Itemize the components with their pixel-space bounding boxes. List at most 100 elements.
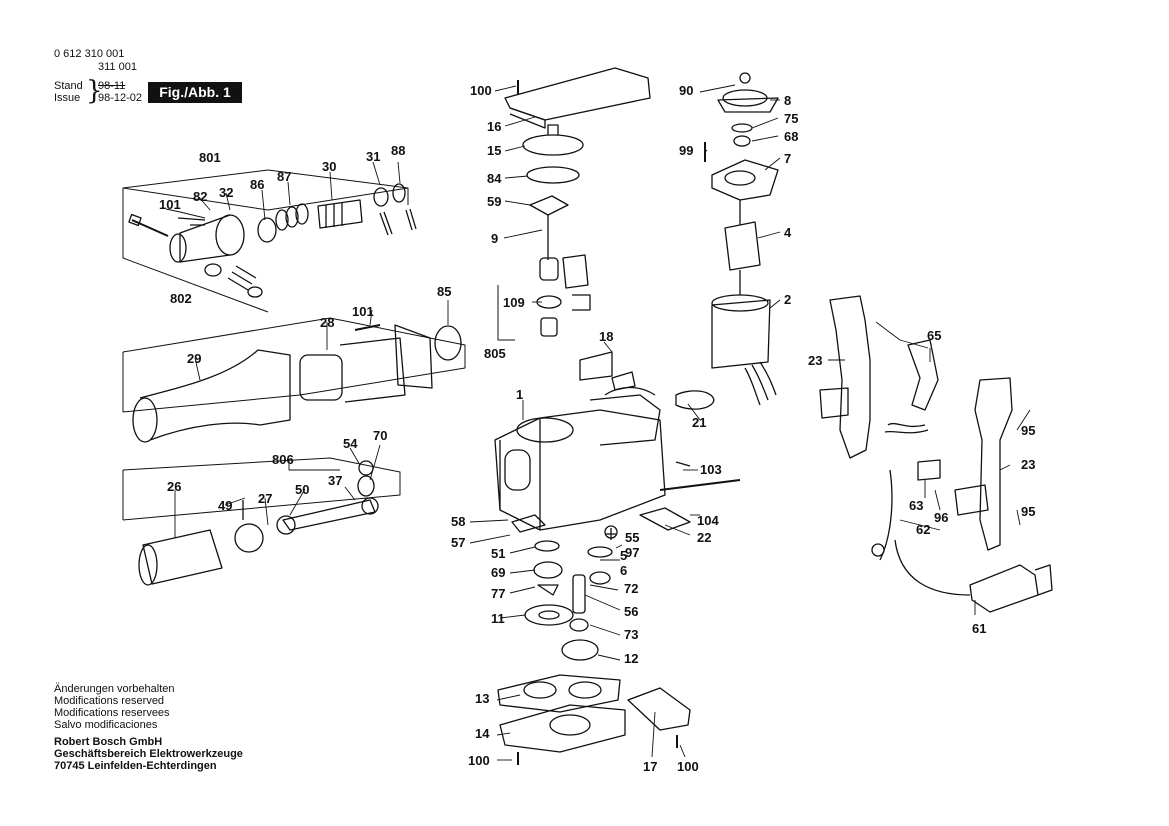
part-label: 17 [643,759,658,774]
stand-label: Stand [54,80,83,92]
part-label: 11 [491,611,505,626]
part-label: 100 [468,753,490,768]
part-label: 101 [352,304,374,319]
part-label: 23 [1021,457,1036,472]
part-label: 26 [167,479,182,494]
motor-parts [704,72,779,406]
gear-train-part [524,525,618,661]
crank-parts [497,124,591,341]
part-label: 75 [784,111,799,126]
part-label: 77 [491,586,506,601]
part-label: 82 [193,189,208,204]
part-label: 50 [295,482,310,497]
part-number-1: 0 612 310 001 [54,48,125,60]
part-label: 49 [218,498,233,513]
part-label: 73 [624,627,639,642]
part-label: 96 [934,510,949,525]
handle-parts [819,295,1053,613]
part-label: 61 [972,621,987,636]
part-label: 103 [700,462,722,477]
part-label: 86 [250,177,265,192]
part-label: 69 [491,565,506,580]
footer-note: Modifications reservees [54,707,170,719]
part-label: 1 [516,387,524,402]
part-label: 90 [679,83,694,98]
housing-tube-part [132,324,462,443]
part-label: 6 [620,563,628,578]
part-label: 58 [451,514,466,529]
figure-label: Fig./Abb. 1 [148,82,242,103]
part-label: 5 [620,548,628,563]
part-label: 27 [258,491,273,506]
part-label: 65 [927,328,942,343]
part-label: 2 [784,292,792,307]
part-label: 21 [692,415,707,430]
housing-tube-frame [122,317,466,413]
part-label: 72 [624,581,639,596]
footer-note: Änderungen vorbehalten [54,683,175,695]
part-label: 12 [624,651,639,666]
part-label: 87 [277,169,292,184]
leader-lines [165,84,1031,761]
part-label: 801 [199,150,221,165]
brace-glyph: } [86,76,103,106]
cover-plate-part [504,67,651,129]
part-label: 28 [320,315,335,330]
issue-label: Issue [54,92,81,104]
part-label: 22 [697,530,712,545]
part-label: 104 [697,513,719,528]
issue-value: 98-12-02 [98,92,143,104]
footer-note: Salvo modificaciones [54,719,158,731]
base-plate-part [497,674,691,765]
part-label: 101 [159,197,181,212]
part-label: 99 [679,143,694,158]
part-label: 70 [373,428,388,443]
part-label: 13 [475,691,490,706]
part-label: 100 [470,83,492,98]
part-label: 14 [475,726,490,741]
part-label: 100 [677,759,699,774]
part-label: 30 [322,159,337,174]
part-label: 55 [625,530,640,545]
striker-assembly-part [138,460,379,586]
part-label: 15 [487,143,502,158]
part-label: 97 [625,545,640,560]
front-assembly-frame [122,169,409,313]
part-label: 109 [503,295,525,310]
part-label: 84 [487,171,502,186]
part-label: 68 [784,129,799,144]
part-label: 9 [491,231,499,246]
part-label: 85 [437,284,452,299]
part-label: 806 [272,452,294,467]
part-label: 18 [599,329,614,344]
part-label: 57 [451,535,466,550]
part-label: 51 [491,546,506,561]
footer-note: Modifications reserved [54,695,165,707]
part-label: 95 [1021,504,1036,519]
tool-holder-part [128,183,417,298]
part-label: 54 [343,436,358,451]
striker-assembly-frame [122,457,401,521]
part-label: 7 [784,151,792,166]
company-name: Robert Bosch GmbH [54,736,163,748]
part-label: 31 [366,149,381,164]
part-label: 62 [916,522,931,537]
part-label: 16 [487,119,502,134]
part-number-2: 311 001 [98,61,137,73]
part-label: 63 [909,498,924,513]
gear-housing-part [494,351,741,533]
part-label: 8 [784,93,792,108]
part-label: 59 [487,194,502,209]
part-label: 56 [624,604,639,619]
part-label: 4 [784,225,792,240]
part-label: 95 [1021,423,1036,438]
company-address: 70745 Leinfelden-Echterdingen [54,760,217,772]
part-label: 805 [484,346,506,361]
part-label: 88 [391,143,406,158]
part-label: 802 [170,291,192,306]
part-label: 37 [328,473,343,488]
part-label: 23 [808,353,823,368]
part-label: 32 [219,185,234,200]
stand-value: 98-11 [98,80,126,92]
